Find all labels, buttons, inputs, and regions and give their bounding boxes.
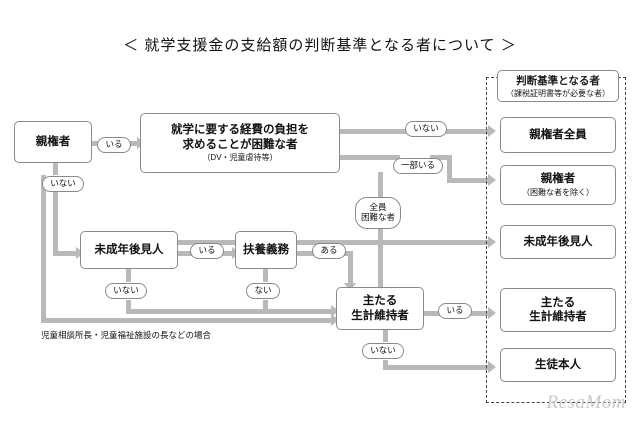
arrow-konnan-to-except-b	[430, 155, 450, 160]
node-miseinen-kokenin[interactable]: 未成年後見人	[80, 231, 178, 269]
arrow-shinkensha-down-b	[53, 190, 58, 253]
page-title: ＜ 就学支援金の支給額の判断基準となる者について ＞	[123, 37, 517, 54]
panel-item-1-label: 親権者	[540, 173, 576, 186]
panel-item-2-label: 未成年後見人	[523, 235, 593, 248]
arrow-konnan-to-except-a	[340, 155, 400, 160]
arrow-shukei-down-a	[383, 330, 388, 342]
arrow-miseinen-to-shukei	[126, 309, 334, 314]
arrow-note-v	[41, 175, 46, 323]
node-konnan-line1: 就学に要する経費の負担を	[171, 124, 309, 137]
arrowhead-shukei-to-honnin	[488, 361, 496, 373]
panel-item-shukei[interactable]: 主たる 生計維持者	[500, 288, 616, 332]
node-fuyou-gimu[interactable]: 扶養義務	[235, 231, 297, 269]
arrow-konnan-down-a	[378, 172, 383, 200]
node-shukei-line1: 主たる	[362, 295, 398, 308]
arrow-shinkensha-down-a	[53, 163, 58, 175]
arrow-shinkensha-to-miseinen	[53, 251, 80, 256]
arrow-konnan-to-except-v	[447, 155, 452, 181]
label-iru-3: いる	[438, 303, 472, 319]
label-iru-1: いる	[97, 137, 131, 153]
arrow-shukei-to-panel-2	[468, 311, 490, 316]
arrowhead-miseinen-to-panel	[488, 236, 496, 248]
arrow-note-h	[41, 318, 335, 323]
panel-title-box: 判断基準となる者 （課税証明書等が必要な者）	[497, 70, 619, 102]
arrow-fuyou-down-a	[263, 269, 268, 282]
arrowhead-shukei-to-panel	[488, 307, 496, 319]
panel-item-shinkensha-except[interactable]: 親権者 （困難な者を除く）	[500, 165, 616, 205]
node-miseinen-label: 未成年後見人	[94, 243, 164, 256]
arrowhead-konnan-to-except	[488, 174, 496, 186]
node-shukei-line2: 生計維持者	[351, 309, 409, 322]
arrow-konnan-down-b	[378, 228, 383, 296]
arrow-fuyou-down-b	[263, 300, 268, 309]
label-zenin-line2: 困難な者	[360, 212, 395, 222]
panel-item-4-label: 生徒本人	[535, 358, 581, 371]
node-shinkensha-label: 親権者	[35, 135, 71, 148]
panel-item-1-sub: （困難な者を除く）	[522, 187, 594, 197]
panel-item-honnin[interactable]: 生徒本人	[500, 348, 616, 382]
watermark: ResaMom	[546, 392, 626, 413]
label-inai-1: いない	[42, 176, 84, 192]
note-jidou: 児童相談所長・児童福祉施設の長などの場合	[41, 330, 212, 340]
panel-item-shinkensha-zenin[interactable]: 親権者全員	[500, 117, 616, 153]
arrow-shukei-to-panel	[424, 311, 444, 316]
label-inai-2: いない	[105, 283, 147, 299]
node-shinkensha[interactable]: 親権者	[14, 121, 92, 163]
panel-item-0-label: 親権者全員	[529, 128, 587, 141]
arrow-miseinen-to-panel	[178, 240, 490, 245]
node-konnan-line2: 求めることが困難な者	[182, 138, 298, 151]
panel-title-line1: 判断基準となる者	[516, 75, 600, 87]
label-nai: ない	[246, 283, 280, 299]
node-shukei-ijisha[interactable]: 主たる 生計維持者	[336, 287, 424, 330]
label-zenin-line1: 全員	[369, 202, 387, 213]
panel-item-miseinen[interactable]: 未成年後見人	[500, 225, 616, 259]
node-konnan[interactable]: 就学に要する経費の負担を 求めることが困難な者 （DV・児童虐待等）	[140, 113, 340, 173]
arrow-miseinen-to-fuyou-2	[223, 251, 235, 256]
node-konnan-sub: （DV・児童虐待等）	[202, 152, 278, 162]
label-inai-3: いない	[362, 343, 404, 359]
node-fuyou-label: 扶養義務	[243, 243, 289, 256]
arrowhead-note	[331, 314, 339, 326]
label-aru: ある	[312, 243, 346, 259]
label-ichibu-iru: 一部いる	[393, 158, 443, 174]
arrow-shukei-to-honnin	[383, 365, 490, 370]
label-iru-2: いる	[190, 243, 224, 259]
label-inai-top-right: いない	[405, 121, 447, 137]
arrow-miseinen-down-b	[126, 300, 131, 312]
arrowhead-miseinen-to-shukei	[331, 305, 339, 317]
panel-item-3-line1: 主たる	[540, 296, 576, 309]
arrowhead-konnan-to-zenin	[488, 125, 496, 137]
arrow-miseinen-down-a	[126, 269, 131, 282]
arrow-konnan-to-except-c	[447, 178, 491, 183]
arrow-fuyou-to-shukei-v	[348, 251, 353, 287]
panel-item-3-line2: 生計維持者	[529, 311, 587, 323]
arrow-miseinen-to-fuyou	[178, 251, 198, 256]
arrow-fuyou-to-shukei-a	[297, 251, 317, 256]
label-zenin-konnan: 全員 困難な者	[355, 197, 401, 229]
arrow-shukei-down-b	[383, 360, 388, 368]
panel-title-line2: （課税証明書等が必要な者）	[506, 89, 610, 98]
